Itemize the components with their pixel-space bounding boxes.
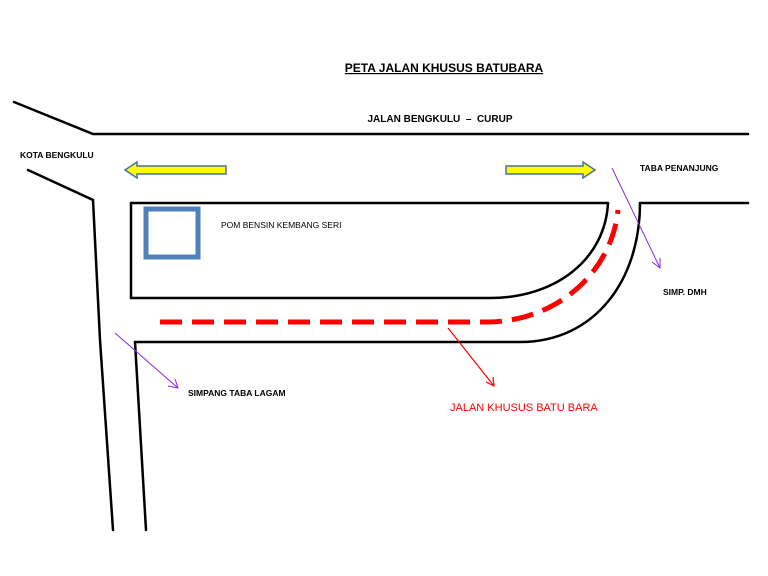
pointer-jalan-khusus xyxy=(447,327,495,387)
kota-bengkulu-label: KOTA BENGKULU xyxy=(20,150,94,160)
coal-road-route xyxy=(160,209,621,325)
pointer-simp-dmh xyxy=(611,167,661,269)
simpang-taba-lagam-label: SIMPANG TABA LAGAM xyxy=(188,388,286,398)
main-road-label: JALAN BENGKULU – CURUP xyxy=(367,114,512,125)
pointer-taba-lagam xyxy=(114,332,179,389)
pom-bensin-label: POM BENSIN KEMBANG SERI xyxy=(221,220,341,230)
main-road-top-edge xyxy=(12,100,750,136)
pointers xyxy=(114,167,661,389)
square-icon xyxy=(143,206,201,260)
pointer-taba-lagam-arrowhead xyxy=(167,378,179,389)
arrow-right-icon xyxy=(505,160,597,180)
taba-penanjung-label: TABA PENANJUNG xyxy=(640,163,719,173)
side-road-edge xyxy=(133,340,148,532)
simp-dmh-label: SIMP. DMH xyxy=(663,287,707,297)
pointer-simp-dmh-arrowhead xyxy=(651,258,661,269)
main-road xyxy=(12,100,750,532)
route-pointer xyxy=(447,327,495,388)
map-title: PETA JALAN KHUSUS BATUBARA xyxy=(345,61,544,75)
arrow-left-icon xyxy=(123,160,227,180)
outer-curve-road xyxy=(133,201,642,344)
main-road-bottom-edge-left xyxy=(26,168,115,532)
inner-curve-road xyxy=(129,201,610,300)
jalan-khusus-label: JALAN KHUSUS BATU BARA xyxy=(450,402,598,414)
pointer-jalan-khusus-arrowhead xyxy=(485,376,495,388)
junction-roads xyxy=(129,201,642,532)
